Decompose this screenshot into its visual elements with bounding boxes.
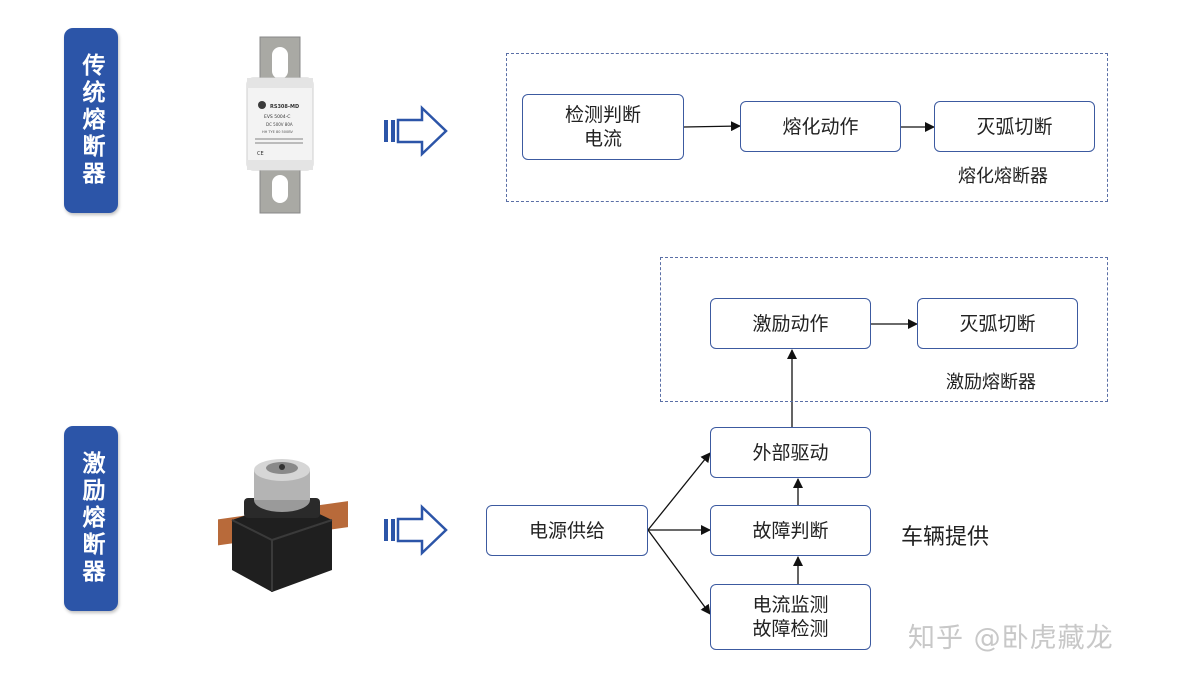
traditional-group-caption: 熔化熔断器 <box>958 166 1048 187</box>
brand-logo-icon <box>258 101 266 109</box>
melt-action-box: 熔化动作 <box>740 101 901 152</box>
fuse-model-text: RS308-MD <box>270 104 299 110</box>
ce-mark-text: CE <box>257 151 264 157</box>
external-drive-box: 外部驱动 <box>710 427 871 478</box>
hollow-arrow-bottom-icon <box>384 504 448 556</box>
detect-current-box: 检测判断 电流 <box>522 94 684 160</box>
arc-extinguish-box-top: 灭弧切断 <box>934 101 1095 152</box>
excite-action-box: 激励动作 <box>710 298 871 349</box>
fuse-code-text: HH TYE 80 500BV <box>262 130 294 134</box>
excited-fuse-image <box>218 459 348 592</box>
traditional-fuse-label: 传统熔断器 <box>64 28 118 213</box>
vehicle-provided-note: 车辆提供 <box>901 525 990 550</box>
watermark: 知乎 @卧虎藏龙 <box>908 623 1114 654</box>
traditional-group-frame <box>506 53 1108 202</box>
fault-judge-box: 故障判断 <box>710 505 871 556</box>
excited-connectors <box>647 319 918 615</box>
traditional-fuse-image: RS308-MD EVS 5004-C DC 500V 80A HH TYE 8… <box>246 36 314 214</box>
excited-group-caption: 激励熔断器 <box>946 372 1036 393</box>
excited-group-frame <box>660 257 1108 402</box>
hollow-arrow-top-icon <box>384 105 448 157</box>
excited-fuse-label: 激励熔断器 <box>64 426 118 611</box>
traditional-connectors <box>683 121 935 132</box>
power-supply-box: 电源供给 <box>486 505 648 556</box>
arc-extinguish-box-bottom: 灭弧切断 <box>917 298 1078 349</box>
monitor-detect-box: 电流监测 故障检测 <box>710 584 871 650</box>
fuse-spec-text: EVS 5004-C <box>264 114 290 120</box>
fuse-rating-text: DC 500V 80A <box>266 122 293 127</box>
